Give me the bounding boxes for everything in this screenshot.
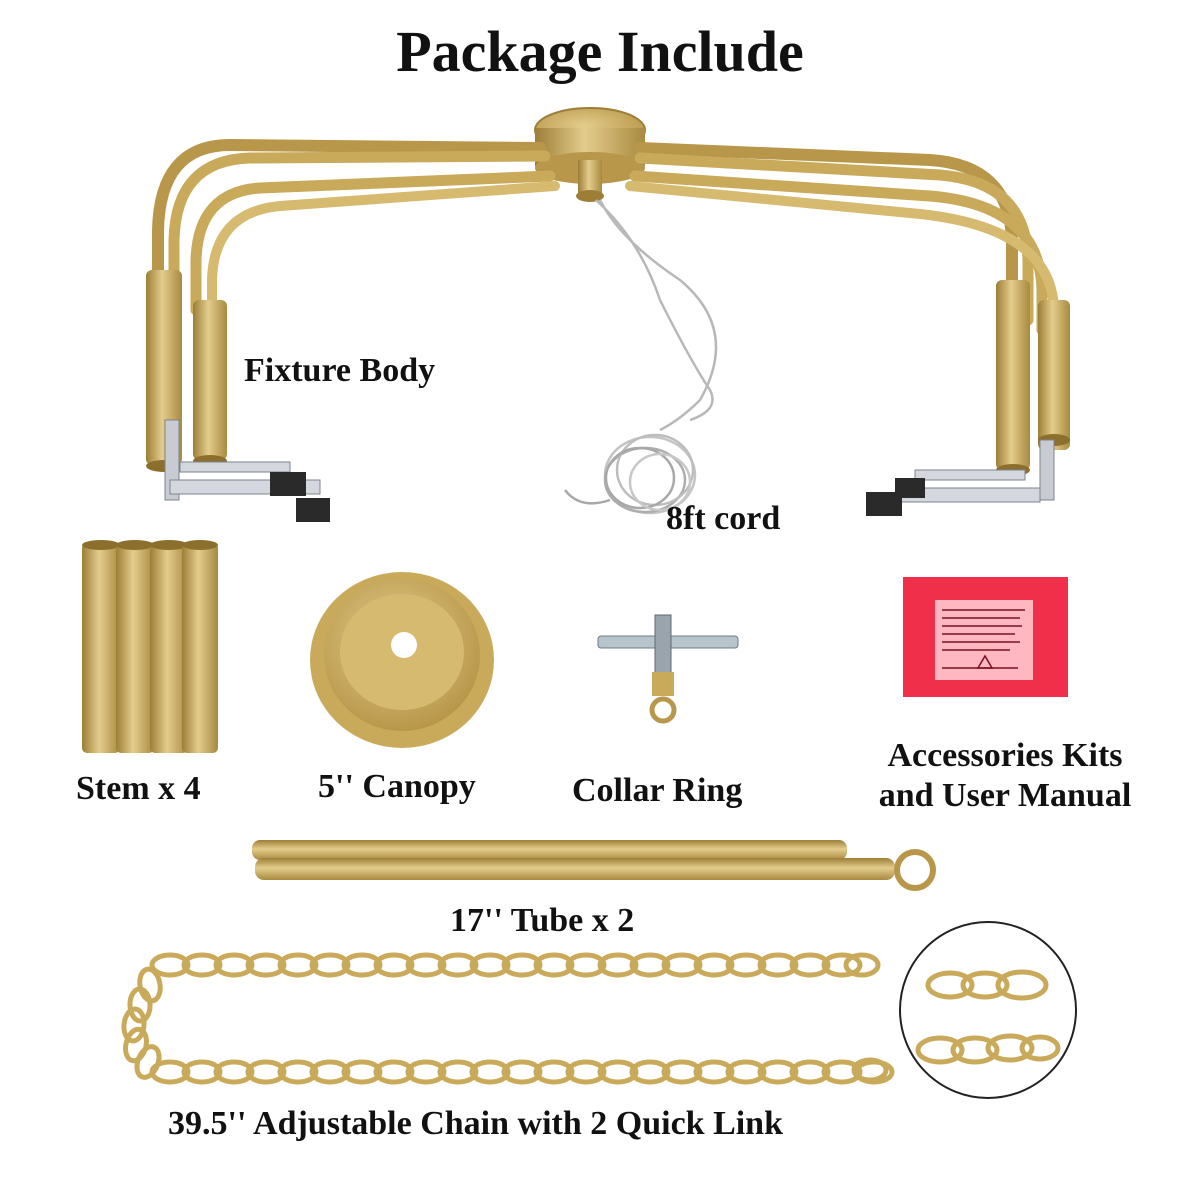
chain-link xyxy=(661,1059,703,1085)
chain-link xyxy=(341,1059,383,1085)
chain-link xyxy=(309,952,351,978)
chain-link xyxy=(757,952,799,978)
chain-link xyxy=(405,952,447,978)
cord-icon xyxy=(564,199,718,515)
chain-link xyxy=(127,986,153,1024)
tube-label: 17'' Tube x 2 xyxy=(450,902,635,939)
chain-link xyxy=(757,1059,799,1085)
chain-link xyxy=(277,1059,319,1085)
canopy-icon xyxy=(310,572,494,748)
chain-link xyxy=(565,1059,607,1085)
chain-link xyxy=(597,1059,639,1085)
chain-label: 39.5'' Adjustable Chain with 2 Quick Lin… xyxy=(168,1105,784,1142)
chain-link xyxy=(725,952,767,978)
accessories-label: Accessories Kits and User Manual xyxy=(850,736,1160,816)
chain-link xyxy=(629,1059,671,1085)
chain-link xyxy=(121,1006,147,1044)
accessories-label-line1: Accessories Kits xyxy=(887,737,1123,774)
stem-icon xyxy=(82,540,218,753)
chain-link xyxy=(533,952,575,978)
chain-link xyxy=(501,952,543,978)
chain-link xyxy=(181,1059,223,1085)
chain-link xyxy=(661,952,703,978)
chain-link xyxy=(565,952,607,978)
tube-icon xyxy=(252,840,936,891)
chain-link xyxy=(277,952,319,978)
chain-link xyxy=(469,1059,511,1085)
chain-link xyxy=(213,1059,255,1085)
chain-link xyxy=(693,952,735,978)
chain-link xyxy=(501,1059,543,1085)
chain-link xyxy=(789,952,831,978)
chain-link xyxy=(533,1059,575,1085)
chain-link xyxy=(629,952,671,978)
collar-ring-icon xyxy=(597,614,739,724)
chain-detail-icon xyxy=(899,921,1077,1099)
chain-link xyxy=(725,1059,767,1085)
canopy-label: 5'' Canopy xyxy=(318,768,476,805)
chain-link xyxy=(134,1044,162,1080)
chain-link xyxy=(341,952,383,978)
chain-link xyxy=(245,1059,287,1085)
chain-link xyxy=(373,1059,415,1085)
chain-link xyxy=(693,1059,735,1085)
collar-ring-label: Collar Ring xyxy=(572,772,743,809)
chain-link xyxy=(245,952,287,978)
chain-link xyxy=(821,1059,863,1085)
manual-icon xyxy=(903,577,1068,697)
chain-link xyxy=(309,1059,351,1085)
chain-link xyxy=(181,952,223,978)
chain-link xyxy=(149,952,191,978)
chain-link xyxy=(373,952,415,978)
fixture-body-icon xyxy=(146,107,1070,522)
chain-link xyxy=(789,1059,831,1085)
chain-link xyxy=(437,1059,479,1085)
chain-link xyxy=(851,1057,889,1083)
fixture-body-label: Fixture Body xyxy=(244,352,436,389)
chain-link xyxy=(821,952,863,978)
chain-link xyxy=(469,952,511,978)
cord-label: 8ft cord xyxy=(666,500,781,537)
chain-link xyxy=(437,952,479,978)
chain-link xyxy=(843,952,881,978)
chain-icon xyxy=(121,952,895,1085)
chain-link xyxy=(405,1059,447,1085)
chain-link xyxy=(597,952,639,978)
chain-link xyxy=(213,952,255,978)
accessories-label-line2: and User Manual xyxy=(878,777,1132,814)
stem-label: Stem x 4 xyxy=(76,770,201,807)
page-title: Package Include xyxy=(396,19,804,84)
